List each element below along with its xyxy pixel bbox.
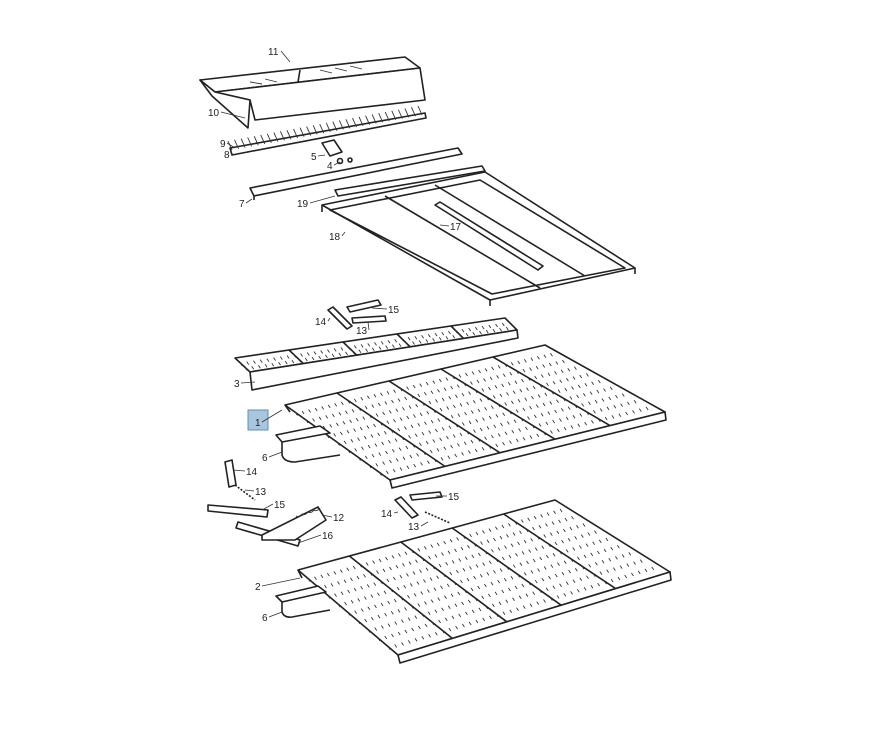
callout-13[interactable]: 13 bbox=[255, 487, 267, 498]
callout-14[interactable]: 14 bbox=[315, 317, 327, 328]
leader-line bbox=[226, 142, 236, 149]
part-sieve-1[interactable] bbox=[284, 344, 667, 489]
callout-10[interactable]: 10 bbox=[208, 108, 220, 119]
leader-line bbox=[240, 381, 256, 384]
callout-13[interactable]: 13 bbox=[408, 522, 420, 533]
part-bracket-4-5[interactable] bbox=[321, 139, 353, 165]
callout-2[interactable]: 2 bbox=[255, 582, 261, 593]
leader-line bbox=[393, 511, 399, 514]
callout-12[interactable]: 12 bbox=[333, 513, 345, 524]
leader-line bbox=[297, 534, 322, 544]
callout-15[interactable]: 15 bbox=[448, 492, 460, 503]
callout-14[interactable]: 14 bbox=[246, 467, 258, 478]
callout-15[interactable]: 15 bbox=[388, 305, 400, 316]
part-tray-10-11[interactable] bbox=[199, 56, 426, 129]
callout-19[interactable]: 19 bbox=[297, 199, 309, 210]
callout-3[interactable]: 3 bbox=[234, 379, 240, 390]
part-pan-6-upper[interactable] bbox=[275, 425, 341, 463]
leader-line bbox=[268, 611, 283, 618]
callout-8[interactable]: 8 bbox=[224, 150, 230, 161]
leader-line bbox=[232, 469, 246, 472]
leader-line bbox=[245, 198, 253, 204]
callout-18[interactable]: 18 bbox=[329, 232, 341, 243]
leader-line bbox=[341, 231, 346, 237]
callout-9[interactable]: 9 bbox=[220, 139, 226, 150]
callout-7[interactable]: 7 bbox=[239, 199, 245, 210]
part-linkage-lower[interactable] bbox=[207, 459, 327, 547]
leader-line bbox=[309, 195, 336, 204]
part-sieve-3[interactable] bbox=[234, 317, 519, 391]
leader-line bbox=[333, 161, 341, 166]
part-linkage-upper[interactable] bbox=[327, 299, 387, 330]
callout-14[interactable]: 14 bbox=[381, 509, 393, 520]
callout-16[interactable]: 16 bbox=[322, 531, 334, 542]
leader-line bbox=[321, 514, 333, 518]
leader-line bbox=[261, 503, 274, 511]
callout-15[interactable]: 15 bbox=[274, 500, 286, 511]
part-sieve-2[interactable] bbox=[297, 499, 672, 664]
part-comb-8-9[interactable] bbox=[227, 105, 427, 156]
leader-line bbox=[280, 50, 291, 63]
callout-11[interactable]: 11 bbox=[268, 47, 279, 58]
leader-line bbox=[244, 489, 255, 492]
selected-part-highlight[interactable] bbox=[247, 409, 269, 431]
part-pan-6-lower[interactable] bbox=[275, 585, 331, 618]
leader-line bbox=[261, 409, 283, 423]
leader-line bbox=[371, 307, 388, 310]
leader-line bbox=[268, 451, 283, 458]
callout-4[interactable]: 4 bbox=[327, 161, 333, 172]
callout-13[interactable]: 13 bbox=[356, 326, 368, 337]
part-rail-7[interactable] bbox=[249, 147, 463, 200]
leader-line bbox=[220, 111, 246, 119]
leader-line bbox=[317, 154, 326, 157]
part-bar-17[interactable] bbox=[434, 201, 544, 271]
leader-line bbox=[439, 224, 450, 227]
part-linkage-lower-right[interactable] bbox=[394, 491, 451, 524]
leader-line bbox=[327, 317, 331, 322]
callout-6[interactable]: 6 bbox=[262, 613, 268, 624]
callout-6[interactable]: 6 bbox=[262, 453, 268, 464]
leader-line bbox=[261, 577, 301, 587]
leader-line bbox=[420, 521, 429, 527]
part-frame-18[interactable] bbox=[321, 171, 636, 306]
part-rail-19[interactable] bbox=[334, 165, 486, 197]
callout-5[interactable]: 5 bbox=[311, 152, 317, 163]
leader-line bbox=[367, 321, 370, 331]
callout-1[interactable]: 1 bbox=[255, 418, 261, 429]
callout-17[interactable]: 17 bbox=[450, 222, 462, 233]
